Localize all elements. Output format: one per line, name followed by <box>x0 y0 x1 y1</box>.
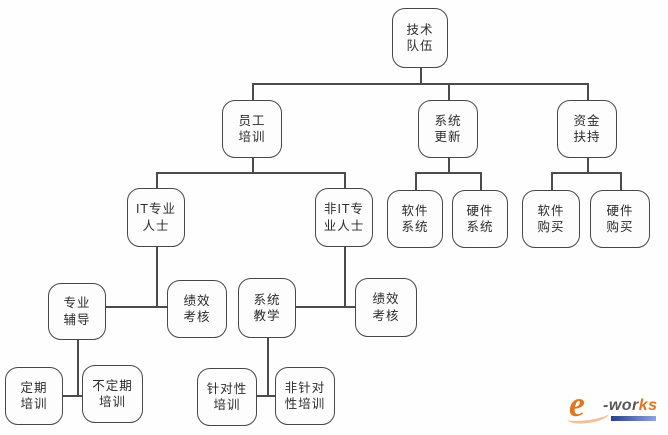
node-label: 培训 <box>238 130 266 144</box>
node-label: 针对性 <box>206 381 248 396</box>
node-label: 培训 <box>20 397 48 411</box>
logo-text-dark: -wor <box>603 397 639 414</box>
connector-root-drop <box>420 68 422 83</box>
connector-targeted-link <box>257 395 275 397</box>
node-label: 业人士 <box>323 218 365 233</box>
logo-underline-bar <box>611 416 656 421</box>
node-label: 购买 <box>606 220 634 234</box>
connector-teaching-assessment-link <box>296 306 355 308</box>
node-label: 人士 <box>142 218 170 233</box>
connector-system-update-stem <box>448 158 450 172</box>
node-label: 系统 <box>401 220 429 234</box>
node-hardware-purchase: 硬件 购买 <box>590 190 650 248</box>
node-hardware-system: 硬件 系统 <box>452 190 508 248</box>
node-performance-assessment-2: 绩效 考核 <box>355 278 417 337</box>
node-label: 不定期 <box>92 378 133 393</box>
connector-drop-software-system <box>415 172 417 190</box>
node-system-teaching: 系统 教学 <box>238 278 296 338</box>
node-software-system: 软件 系统 <box>387 190 443 248</box>
node-label: 定期 <box>20 380 48 395</box>
logo-e-glyph: e <box>569 384 585 424</box>
node-label: 资金 <box>573 113 601 128</box>
connector-drop-software-purchase <box>551 172 553 190</box>
node-label: 扶持 <box>573 130 601 144</box>
node-system-update: 系统 更新 <box>418 100 478 158</box>
node-label: 队伍 <box>406 39 434 53</box>
node-label: 硬件 <box>466 203 494 218</box>
connector-staff-training-stem <box>252 158 254 172</box>
connector-tutoring-stem <box>77 340 79 396</box>
node-label: 非IT专 <box>323 202 365 217</box>
connector-non-it-stem <box>344 247 346 307</box>
node-targeted-training: 针对性 培训 <box>197 368 257 426</box>
node-tech-team: 技术 队伍 <box>392 8 448 68</box>
logo-text-accent: ks <box>638 397 658 414</box>
node-label: 技术 <box>406 22 434 37</box>
connector-drop-non-it-professionals <box>344 172 346 188</box>
node-label: 专业 <box>63 296 91 311</box>
connector-funding-stem <box>587 158 589 172</box>
node-label: 硬件 <box>606 203 634 218</box>
node-irregular-training: 不定期 培训 <box>82 365 143 423</box>
node-staff-training: 员工 培训 <box>222 100 282 158</box>
connector-it-professionals-stem <box>156 247 158 307</box>
connector-drop-hardware-system <box>480 172 482 190</box>
node-label: 系统 <box>466 220 494 234</box>
node-it-professionals: IT专业 人士 <box>127 188 185 247</box>
node-label: 软件 <box>401 203 429 218</box>
node-label: 更新 <box>434 130 462 144</box>
connector-drop-it-professionals <box>156 172 158 188</box>
node-professional-tutoring: 专业 辅导 <box>48 283 106 340</box>
node-non-targeted-training: 非针对 性培训 <box>275 367 335 425</box>
node-label: 非针对 <box>284 380 326 395</box>
connector-tutoring-assessment-link <box>106 306 167 308</box>
node-label: 考核 <box>372 308 400 323</box>
node-label: 教学 <box>253 309 281 323</box>
node-label: 绩效 <box>183 293 211 308</box>
node-label: 培训 <box>213 398 241 412</box>
node-label: 性培训 <box>284 397 326 411</box>
connector-teaching-stem <box>267 338 269 396</box>
node-non-it-professionals: 非IT专 业人士 <box>315 188 373 247</box>
node-regular-training: 定期 培训 <box>5 367 63 425</box>
node-label: 培训 <box>98 395 126 409</box>
node-label: 系统 <box>434 113 462 128</box>
node-label: 绩效 <box>372 292 400 307</box>
connector-regular-irregular-link <box>63 395 82 397</box>
node-label: 员工 <box>238 113 266 128</box>
node-label: 软件 <box>537 203 565 218</box>
connector-drop-funding-support <box>587 83 589 100</box>
node-performance-assessment-1: 绩效 考核 <box>167 280 227 338</box>
connector-drop-system-update <box>448 83 450 100</box>
node-label: 辅导 <box>63 312 91 327</box>
eworks-logo: e -works <box>566 386 665 432</box>
node-label: 考核 <box>183 310 211 324</box>
connector-level2-bus <box>252 83 587 85</box>
connector-funding-bus <box>551 172 620 174</box>
node-label: 购买 <box>537 220 565 234</box>
connector-training-bus <box>156 172 345 174</box>
node-label: IT专业 <box>135 202 177 217</box>
node-funding-support: 资金 扶持 <box>557 100 617 158</box>
connector-system-bus <box>415 172 480 174</box>
connector-drop-staff-training <box>252 83 254 100</box>
logo-wordmark: -works <box>603 397 658 415</box>
connector-drop-hardware-purchase <box>620 172 622 190</box>
node-software-purchase: 软件 购买 <box>522 190 580 248</box>
node-label: 系统 <box>253 292 281 307</box>
